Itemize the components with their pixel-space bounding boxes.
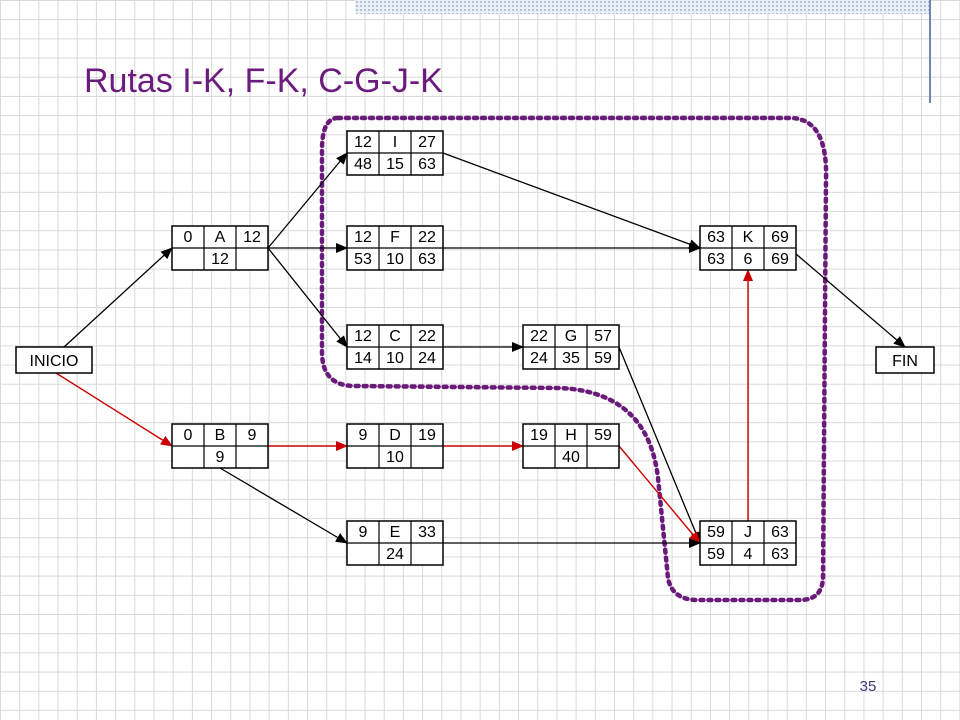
node-lf: 24 [418,350,436,367]
node-ef: 33 [418,524,436,541]
edge-b-to-e [219,467,348,544]
node-ls: 14 [354,350,372,367]
node-ef: 57 [594,328,612,345]
edge-i-to-k [442,152,701,249]
node-es: 9 [359,524,368,541]
node-label: I [393,134,397,151]
node-ef: 9 [248,427,257,444]
node-es: 12 [354,134,372,151]
node-label: J [744,524,752,541]
node-label: H [565,427,577,444]
node-ef: 59 [594,427,612,444]
node-dur: 9 [216,449,225,466]
terminal-start: INICIO [15,346,93,374]
activity-node-k: 63 K 69 63 6 69 [699,225,797,271]
node-dur: 40 [562,449,580,466]
activity-node-g: 22 G 57 24 35 59 [522,324,620,370]
node-label: F [390,229,400,246]
edge-g-to-j [618,346,701,544]
node-ef: 19 [418,427,436,444]
node-lf: 63 [771,546,789,563]
node-ef: 63 [771,524,789,541]
activity-node-d: 9 D 19 10 [346,423,444,469]
activity-node-c: 12 C 22 14 10 24 [346,324,444,370]
node-es: 19 [530,427,548,444]
node-es: 12 [354,229,372,246]
decorative-vertical-line [929,0,931,103]
terminal-box [15,346,93,374]
node-es: 59 [707,524,725,541]
activity-node-h: 19 H 59 40 [522,423,620,469]
node-ef: 22 [418,229,436,246]
node-dur: 24 [386,546,404,563]
edge-inicio-to-b [55,372,173,447]
node-dur: 10 [386,449,404,466]
node-label: E [390,524,401,541]
node-dur: 35 [562,350,580,367]
activity-node-i: 12 I 27 48 15 63 [346,130,444,176]
activity-node-a: 0 A 12 12 [171,225,269,271]
terminal-box [875,346,935,374]
activity-node-f: 12 F 22 53 10 63 [346,225,444,271]
terminal-end: FIN [875,346,935,374]
node-lf: 69 [771,251,789,268]
node-dur: 10 [386,251,404,268]
node-lf: 63 [418,251,436,268]
node-dur: 10 [386,350,404,367]
node-ef: 12 [243,229,261,246]
edge-k-to-fin [795,253,906,348]
node-dur: 15 [386,156,404,173]
node-ef: 69 [771,229,789,246]
node-es: 0 [184,427,193,444]
node-es: 12 [354,328,372,345]
node-label: C [389,328,401,345]
node-es: 63 [707,229,725,246]
node-dur: 4 [744,546,753,563]
node-lf: 63 [418,156,436,173]
node-dur: 6 [744,251,753,268]
node-label: G [565,328,577,345]
critical-routes-highlight-loop [319,115,829,603]
decorative-header-bar [355,0,929,14]
node-es: 0 [184,229,193,246]
edge-h-to-j [618,445,701,544]
terminal-label: FIN [892,353,918,370]
node-ls: 48 [354,156,372,173]
edge-inicio-to-a [63,247,173,348]
node-ef: 22 [418,328,436,345]
node-ls: 24 [530,350,548,367]
activity-node-e: 9 E 33 24 [346,520,444,566]
node-ls: 63 [707,251,725,268]
node-es: 9 [359,427,368,444]
node-label: D [389,427,401,444]
node-ls: 53 [354,251,372,268]
node-dur: 12 [211,251,229,268]
node-label: A [215,229,226,246]
page-number: 35 [859,678,877,695]
activity-node-b: 0 B 9 9 [171,423,269,469]
node-label: K [743,229,754,246]
edge-a-to-i [267,152,348,249]
node-ls: 59 [707,546,725,563]
node-lf: 59 [594,350,612,367]
node-label: B [215,427,226,444]
node-es: 22 [530,328,548,345]
node-ef: 27 [418,134,436,151]
edge-a-to-c [267,247,348,348]
terminal-label: INICIO [30,353,79,370]
slide-title: Rutas I-K, F-K, C-G-J-K [84,62,443,100]
activity-node-j: 59 J 63 59 4 63 [699,520,797,566]
